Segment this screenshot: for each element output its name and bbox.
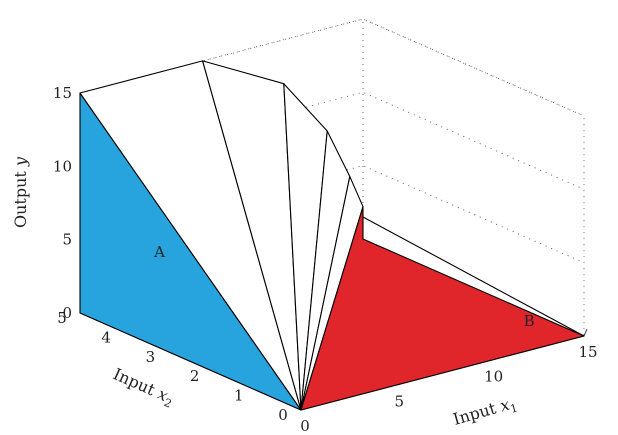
x1-tick-label-15: 15 xyxy=(578,343,597,361)
label-layer: AB xyxy=(153,243,535,330)
x1-tick-label-10: 10 xyxy=(484,368,503,386)
x2-tick-label-2: 2 xyxy=(190,367,200,385)
x2-axis-label-sub: 2 xyxy=(162,396,174,411)
x2-tick-label-0: 0 xyxy=(278,406,288,424)
region-label-A: A xyxy=(153,243,165,261)
region-facet-B xyxy=(300,206,585,411)
region-b-inner-edge xyxy=(362,216,585,337)
y-tick-label-15: 15 xyxy=(53,84,72,102)
x2-tick-label-3: 3 xyxy=(146,348,156,366)
x1-axis-label: Input xyxy=(451,398,499,428)
y-axis-title: Output y xyxy=(11,156,30,228)
x2-tick-label-4: 4 xyxy=(101,328,111,346)
svg-text:Input x2: Input x2 xyxy=(109,364,177,410)
x2-tick-label-5: 5 xyxy=(57,309,67,327)
region-label-B: B xyxy=(524,312,535,330)
x1-tick-label-0: 0 xyxy=(300,417,310,435)
svg-text:Output y: Output y xyxy=(11,156,30,228)
x1-axis-title: Input x1 xyxy=(451,393,519,432)
x1-tick-label-5: 5 xyxy=(395,392,405,410)
x2-axis-label: Input xyxy=(110,364,158,399)
svg-text:Input x1: Input x1 xyxy=(451,393,519,432)
y-tick-label-5: 5 xyxy=(62,231,72,249)
x1-axis-label-sub: 1 xyxy=(509,401,519,415)
surface-facets xyxy=(79,60,585,411)
y-axis-label: Output xyxy=(11,171,30,228)
x2-tick-label-1: 1 xyxy=(234,387,244,405)
y-tick-label-10: 10 xyxy=(53,157,72,175)
x2-axis-title: Input x2 xyxy=(109,364,177,410)
x1-tickmark-15 xyxy=(583,328,588,337)
y-tick-label-0: 0 xyxy=(62,304,72,322)
